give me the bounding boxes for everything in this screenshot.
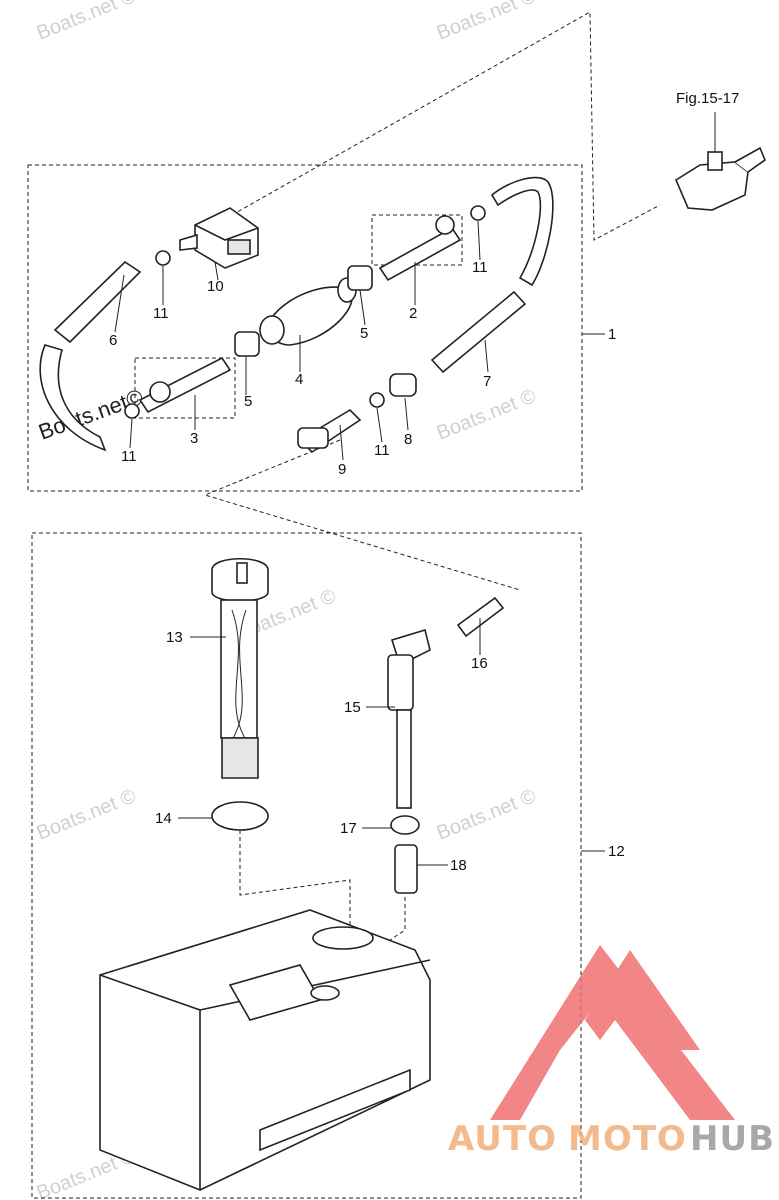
part-label: 15 <box>344 699 361 716</box>
part-14-o-ring <box>211 801 269 831</box>
part-label: 1 <box>608 326 616 343</box>
part-11-clip <box>124 403 140 419</box>
part-label: 2 <box>409 305 417 322</box>
watermark-text: Boats.net © <box>34 0 140 45</box>
part-label: 18 <box>450 857 467 874</box>
part-11-clip <box>470 205 486 221</box>
ref-line-connector <box>203 439 521 591</box>
part-labels: 1 2 3 4 5 5 6 7 8 9 10 11 11 11 11 12 13… <box>109 259 625 874</box>
part-label: 14 <box>155 810 172 827</box>
part-label: 10 <box>207 278 224 295</box>
logo-text-moto: MOTO <box>568 1119 687 1159</box>
ref-line-fig <box>231 11 661 241</box>
part-7-hose-loop <box>490 176 554 287</box>
assembly-box-fuel-line <box>27 164 583 492</box>
part-16-nipple <box>456 596 505 638</box>
part-8-collar <box>389 373 417 397</box>
part-15-pickup <box>387 628 431 809</box>
leader-lines <box>114 220 605 866</box>
part-label: 6 <box>109 332 117 349</box>
connector-fig-ref <box>674 112 766 211</box>
part-label: 12 <box>608 843 625 860</box>
part-18-strainer <box>394 844 418 894</box>
logo-text-hub: HUB <box>690 1119 775 1159</box>
part-label: 11 <box>374 442 390 459</box>
part-5-washer <box>234 331 260 357</box>
watermark-text: Boats.net © <box>34 785 140 845</box>
part-label: 11 <box>153 305 169 322</box>
part-7-hose <box>430 290 527 374</box>
part-label: 8 <box>404 431 412 448</box>
watermark-text: Boats.net © <box>434 0 540 45</box>
part-11-clip <box>369 392 385 408</box>
ref-line-gauge <box>239 830 351 930</box>
part-label: 16 <box>471 655 488 672</box>
part-label: 9 <box>338 461 346 478</box>
part-label: 11 <box>121 448 137 465</box>
part-6-hose-lower <box>39 344 107 452</box>
part-10-connector <box>179 207 259 269</box>
part-13-fuel-gauge <box>211 557 269 779</box>
part-11-clip <box>155 250 171 266</box>
logo-triangle-icon <box>490 945 735 1120</box>
part-5-washer <box>347 265 373 291</box>
part-6-hose <box>53 260 142 344</box>
watermark-text: Boats.net © <box>434 785 540 845</box>
part-label: 11 <box>472 259 488 276</box>
part-label: 7 <box>483 373 491 390</box>
watermark-text: Boats.net © <box>434 385 540 445</box>
assembly-box-fuel-tank <box>31 532 582 1199</box>
part-label: 13 <box>166 629 183 646</box>
fuel-tank <box>99 909 431 1191</box>
automotohub-logo: AUTO MOTO HUB <box>448 945 775 1159</box>
part-3-check-valve <box>134 356 236 419</box>
part-label: 5 <box>244 393 252 410</box>
part-17-o-ring <box>390 815 420 835</box>
label-fig-ref: Fig.15-17 <box>676 90 739 107</box>
part-4-primer-bulb <box>259 277 357 346</box>
part-label: 17 <box>340 820 357 837</box>
part-label: 5 <box>360 325 368 342</box>
logo-text-auto: AUTO <box>448 1119 557 1159</box>
part-label: 4 <box>295 371 303 388</box>
part-2-check-valve <box>371 214 463 282</box>
logo-triangle-inner-icon <box>585 950 700 1050</box>
part-label: 3 <box>190 430 198 447</box>
part-9-connector-head <box>297 427 329 449</box>
